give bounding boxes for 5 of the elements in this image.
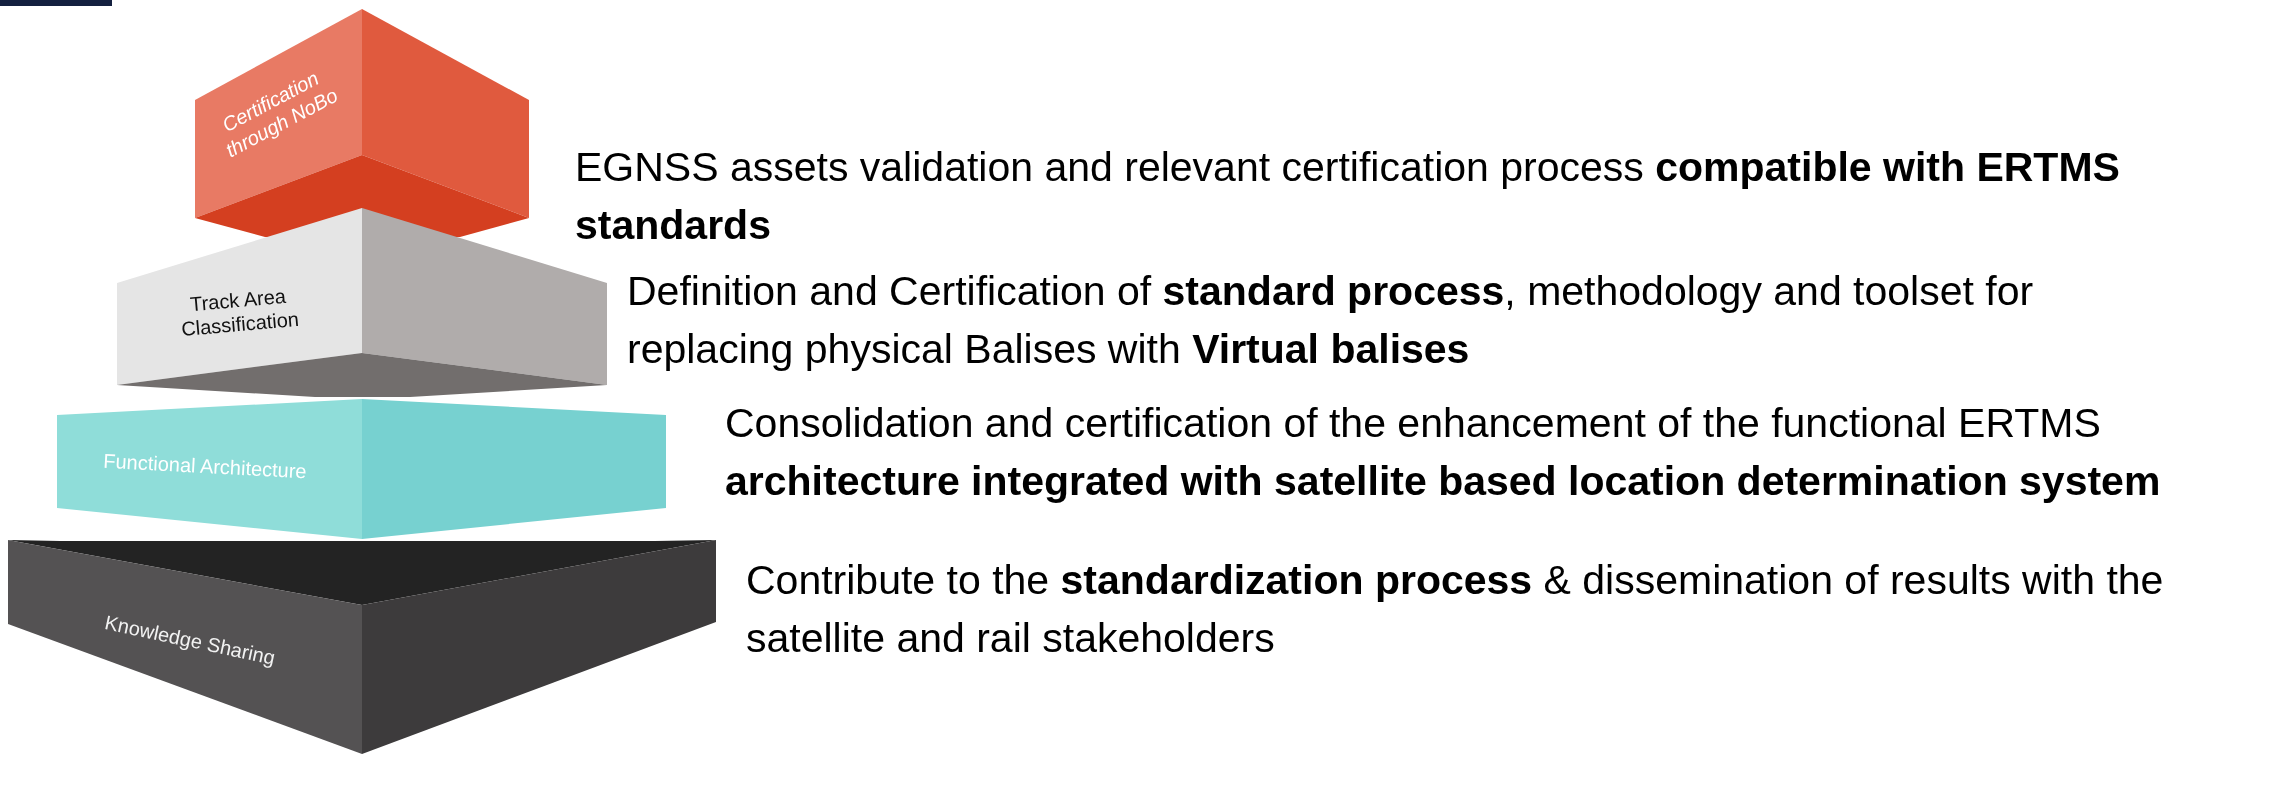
description-text: Contribute to the standardization process & dissemination of results with the satellite and rail stakeholders [746, 556, 2165, 663]
layer-label: Functional Architecture [101, 448, 309, 485]
layer-label: Track Area Classification [179, 283, 301, 343]
description-text: Consolidation and certification of the enhancement of the functional ERTMS architecture integrated with satellite based location determination system [725, 399, 2162, 506]
description-text: Definition and Certification of standard process, methodology and toolset for replacing physical Balises with Virtual balises [627, 267, 2035, 374]
